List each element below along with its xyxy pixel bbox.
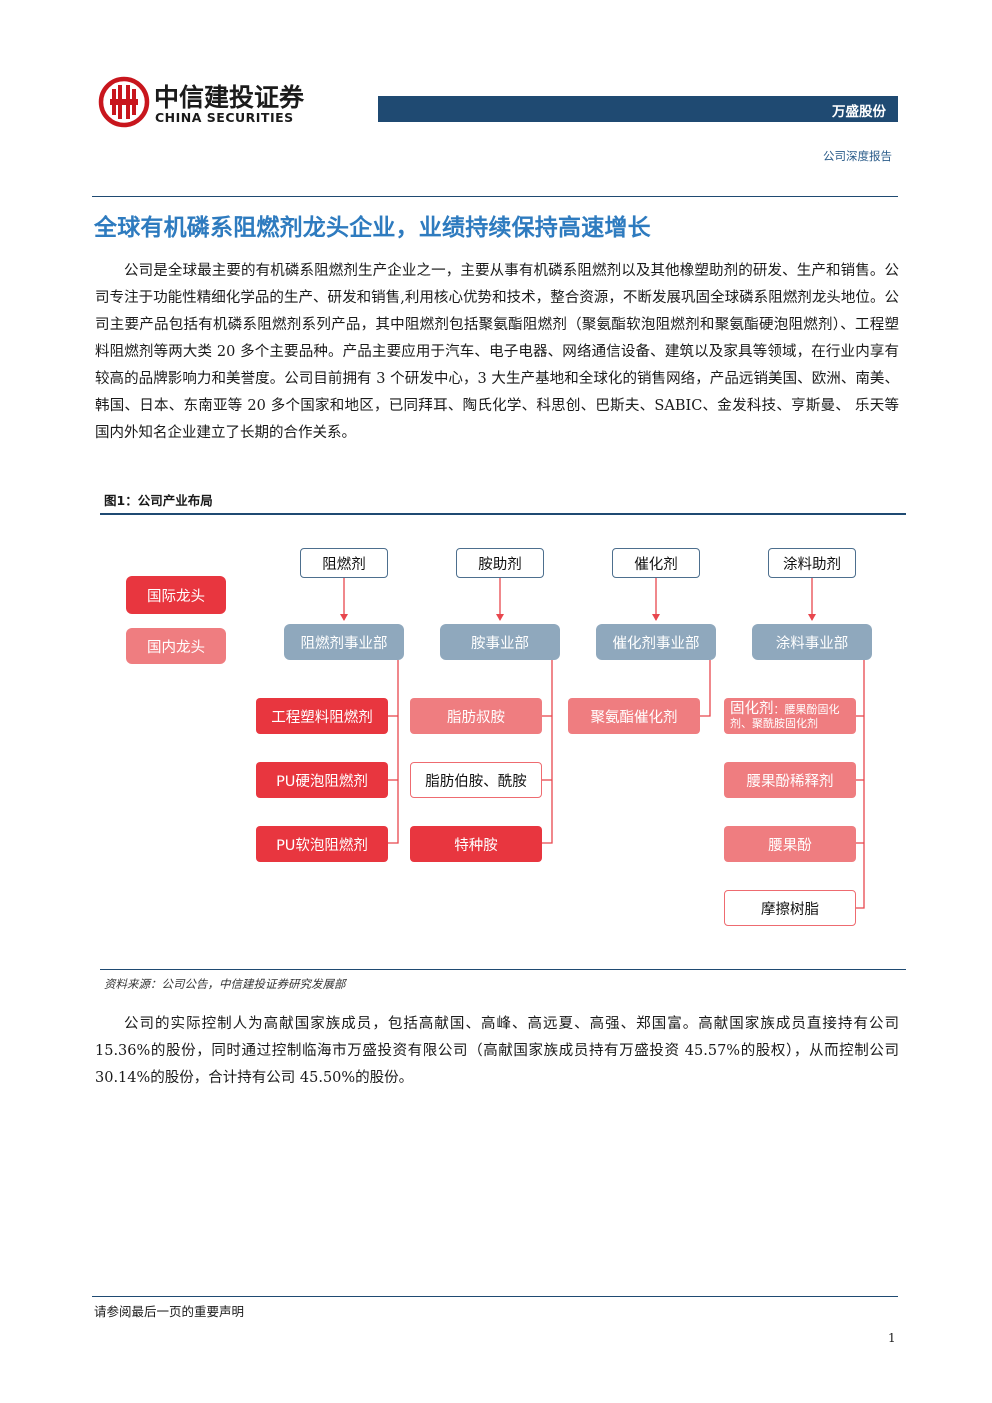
- product-friction-resin: 摩擦树脂: [724, 890, 856, 926]
- china-securities-logo-icon: [98, 76, 150, 128]
- logo-english-name: CHINA SECURITIES: [155, 110, 294, 125]
- product-engineering-plastic-fr: 工程塑料阻燃剂: [256, 698, 388, 734]
- curing-agent-label: 固化剂: [730, 700, 774, 717]
- body-paragraph-2: 公司的实际控制人为高献国家族成员，包括高献国、高峰、高远夏、高强、郑国富。高献国…: [95, 1016, 899, 1086]
- product-pu-rigid-foam-fr: PU硬泡阻燃剂: [256, 762, 388, 798]
- figure-top-rule: [100, 513, 906, 515]
- figure-source: 资料来源：公司公告，中信建投证券研究发展部: [104, 977, 346, 991]
- page-number: 1: [888, 1331, 896, 1345]
- footer-disclaimer-note: 请参阅最后一页的重要声明: [94, 1304, 245, 1319]
- body-paragraph-1: 公司是全球最主要的有机磷系阻燃剂生产企业之一，主要从事有机磷系阻燃剂以及其他橡塑…: [95, 263, 899, 441]
- footer-divider: [92, 1296, 898, 1297]
- company-logo: 中信建投证券 CHINA SECURITIES: [98, 76, 312, 130]
- dept-catalyst: 催化剂事业部: [596, 624, 716, 660]
- product-cardanol-diluent: 腰果酚稀释剂: [724, 762, 856, 798]
- product-cardanol: 腰果酚: [724, 826, 856, 862]
- category-flame-retardant: 阻燃剂: [300, 548, 388, 578]
- legend-international-leader: 国际龙头: [126, 576, 226, 614]
- product-specialty-amine: 特种胺: [410, 826, 542, 862]
- category-amine-additive: 胺助剂: [456, 548, 544, 578]
- category-catalyst: 催化剂: [612, 548, 700, 578]
- report-type: 公司深度报告: [823, 149, 892, 163]
- figure-caption: 图1：公司产业布局: [104, 493, 213, 508]
- section-title: 全球有机磷系阻燃剂龙头企业，业绩持续保持高速增长: [94, 215, 651, 241]
- dept-amine: 胺事业部: [440, 624, 560, 660]
- curing-agent-detail: ：腰果酚固化剂、聚酰胺固化剂: [730, 702, 840, 730]
- category-coating-additive: 涂料助剂: [768, 548, 856, 578]
- figure-bottom-rule: [100, 969, 906, 970]
- header-divider: [92, 196, 898, 197]
- dept-flame-retardant: 阻燃剂事业部: [284, 624, 404, 660]
- product-pu-flexible-foam-fr: PU软泡阻燃剂: [256, 826, 388, 862]
- product-fatty-tertiary-amine: 脂肪叔胺: [410, 698, 542, 734]
- dept-coating: 涂料事业部: [752, 624, 872, 660]
- company-name: 万盛股份: [832, 104, 886, 120]
- legend-domestic-leader: 国内龙头: [126, 628, 226, 664]
- header-bar: 万盛股份: [378, 96, 898, 122]
- product-pu-catalyst: 聚氨酯催化剂: [568, 698, 700, 734]
- product-fatty-primary-amine-amide: 脂肪伯胺、酰胺: [410, 762, 542, 798]
- product-curing-agent: 固化剂：腰果酚固化剂、聚酰胺固化剂: [724, 698, 856, 734]
- logo-chinese-name: 中信建投证券: [154, 83, 305, 112]
